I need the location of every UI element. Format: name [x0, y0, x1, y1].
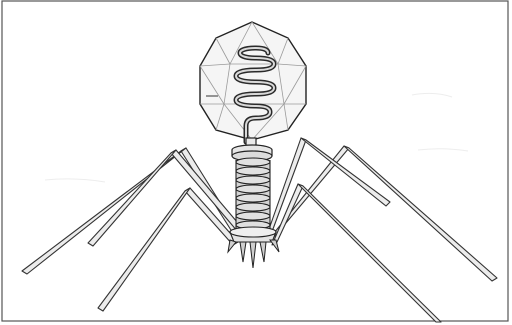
tail-sheath — [236, 158, 270, 230]
baseplate — [230, 227, 276, 242]
head — [200, 22, 306, 142]
